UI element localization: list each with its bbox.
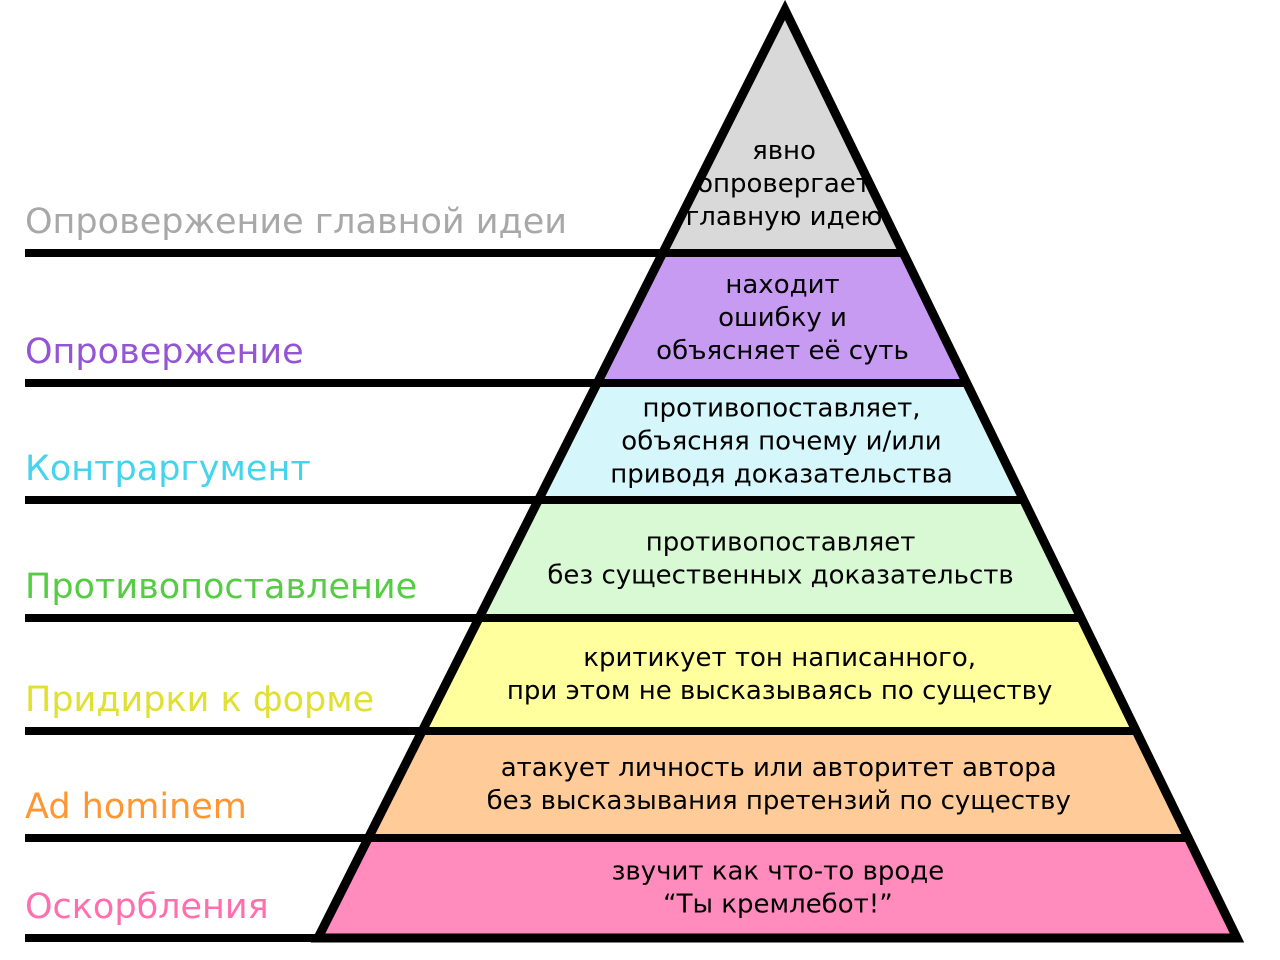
band-text-line: явно [752,136,816,166]
level-label-6: Ad hominem [25,787,247,827]
pyramid-band-5 [422,618,1137,731]
band-text-line: без высказывания претензий по существу [487,786,1071,816]
pyramid-band-2 [597,253,967,383]
level-label-4: Противопоставление [25,567,417,607]
band-text-line: атакует личность или авторитет автора [501,753,1057,783]
band-text-line: противопоставляет, [643,394,921,424]
band-text-line: без существенных доказательств [547,561,1013,591]
pyramid-band-6 [368,731,1189,838]
level-label-2: Опровержение [25,332,304,372]
band-text-line: звучит как что-то вроде [612,857,945,887]
level-label-7: Оскорбления [25,887,269,927]
level-label-3: Контраргумент [25,449,311,489]
band-text-line: ошибку и [718,303,847,333]
pyramid-band-3 [538,383,1024,500]
band-text-line: приводя доказательства [610,460,953,490]
band-text-line: противопоставляет [646,528,916,558]
band-text-line: “Ты кремлебот!” [663,890,893,920]
band-text-line: главную идею [686,202,883,232]
pyramid-band-1 [662,10,904,253]
level-label-1: Опровержение главной идеи [25,202,567,242]
band-text-line: критикует тон написанного, [583,643,976,673]
band-text-line: объясняет её суть [656,336,909,366]
band-text-line: при этом не высказываясь по существу [507,676,1053,706]
level-label-5: Придирки к форме [25,680,374,720]
pyramid-band-7 [318,838,1237,938]
band-text-line: находит [725,270,839,300]
band-text-line: опровергает [697,169,871,199]
pyramid-band-4 [479,500,1082,618]
band-text-line: объясняя почему и/или [621,427,941,457]
